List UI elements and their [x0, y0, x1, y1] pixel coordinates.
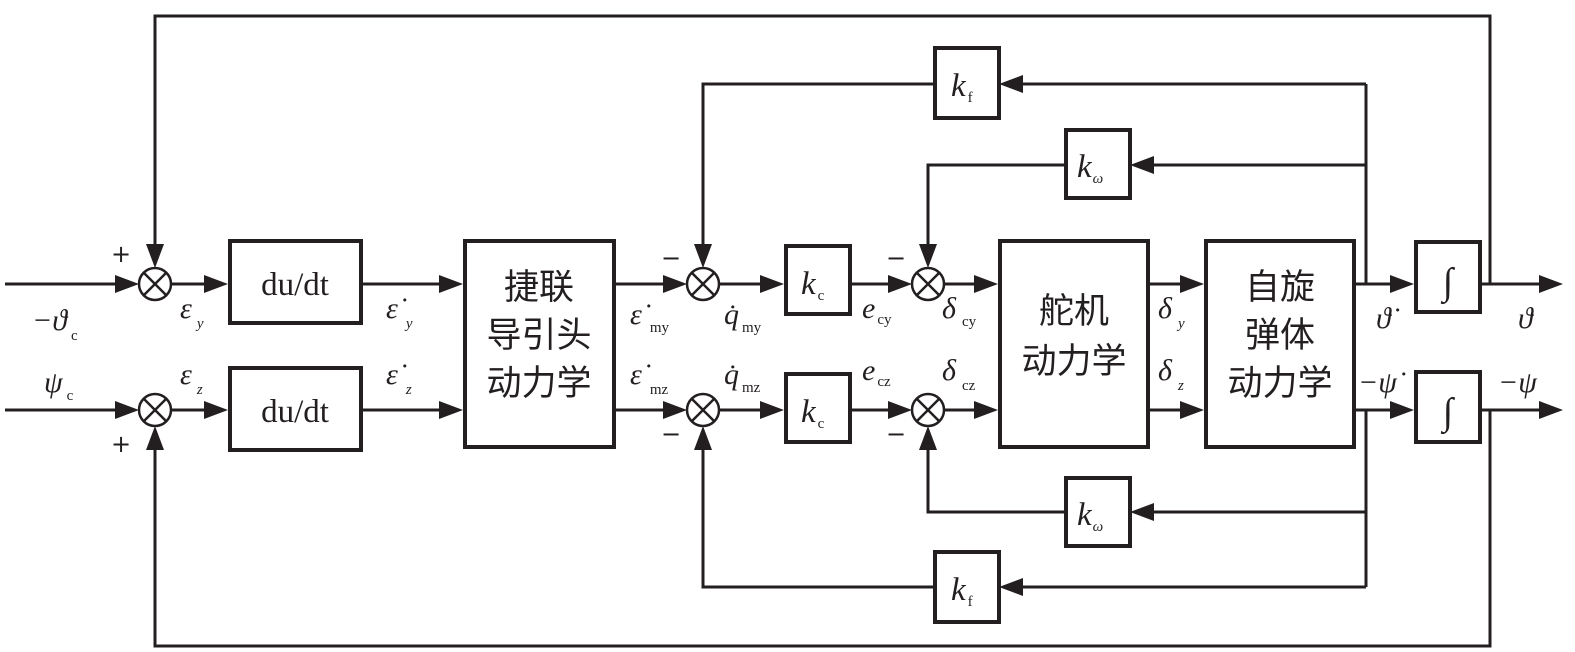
sum-junction-z1: [137, 392, 173, 428]
kc-gain-block-y: [784, 244, 852, 316]
komega-gain-block-top: [1064, 128, 1132, 200]
kf-gain-block-top: [933, 46, 1001, 120]
differentiator-block-y: [228, 239, 363, 325]
label-epsdot-mz: ε̇mz: [630, 358, 668, 398]
seeker-label-line2: 导引头: [486, 316, 591, 356]
integrator-block-top: [1414, 240, 1482, 314]
label-qdot-mz: q̇mz: [724, 358, 761, 396]
wires: [5, 14, 1548, 648]
arrowheads: [115, 75, 1563, 596]
komega-gain-block-bottom: [1064, 476, 1132, 548]
body-label-line3: 动力学: [1227, 364, 1332, 404]
komega-symbol-top: kω: [1077, 149, 1103, 187]
body-label-line2: 弹体: [1245, 316, 1315, 356]
sum-junction-y2: [685, 266, 721, 302]
integrator-block-bottom: [1414, 370, 1482, 444]
label-qdot-my: q̇my: [724, 298, 762, 336]
label-epsdot-my: ε̇my: [630, 298, 669, 336]
label-epsdot-z: ε̇z: [386, 358, 412, 398]
sign-minus-z2: −: [661, 420, 681, 448]
sum-junction-y3: [910, 266, 946, 302]
sign-plus-z1: +: [111, 430, 131, 458]
seeker-label-line1: 捷联: [504, 268, 574, 308]
body-label-line1: 自旋: [1245, 268, 1315, 308]
label-epsdot-y: ε̇y: [386, 292, 413, 332]
sum-junction-z2: [685, 392, 721, 428]
actuator-dynamics-block: [998, 239, 1150, 449]
kc-gain-block-z: [784, 372, 852, 444]
sign-minus-y3: −: [886, 244, 906, 272]
seeker-dynamics-block: [463, 239, 616, 449]
label-psi-out: −ψ: [1498, 366, 1538, 399]
label-theta-out: ϑ: [1518, 302, 1535, 335]
integral-symbol-top: ∫: [1441, 261, 1456, 305]
actuator-label-line2: 动力学: [1021, 342, 1126, 382]
integral-symbol-bottom: ∫: [1441, 391, 1456, 435]
label-psidot: −ψ̇: [1358, 366, 1406, 399]
seeker-label-line3: 动力学: [486, 364, 591, 404]
differentiator-block-z: [228, 366, 363, 452]
differentiator-label-y: du/dt: [261, 267, 329, 303]
sum-junction-y1: [137, 266, 173, 302]
sign-minus-z3: −: [886, 420, 906, 448]
sign-plus-y1: +: [111, 240, 131, 268]
sign-minus-y2: −: [661, 244, 681, 272]
komega-symbol-bottom: kω: [1077, 497, 1103, 535]
actuator-label-line1: 舵机: [1039, 292, 1109, 332]
spinning-body-dynamics-block: [1204, 239, 1356, 449]
label-thetadot: ϑ̇: [1376, 302, 1400, 335]
differentiator-label-z: du/dt: [261, 394, 329, 430]
kf-gain-block-bottom: [933, 550, 1001, 624]
sum-junction-z3: [910, 392, 946, 428]
